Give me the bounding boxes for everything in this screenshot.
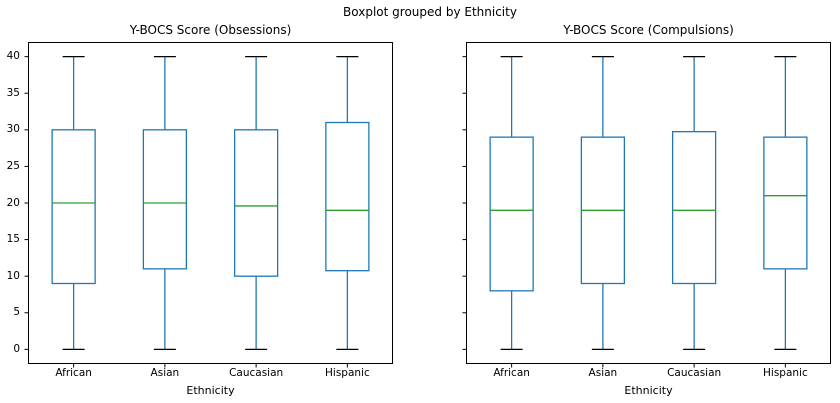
x-axis-tick-labels: African Asian Caucasian Hispanic xyxy=(466,367,831,381)
figure-suptitle: Boxplot grouped by Ethnicity xyxy=(343,5,517,19)
boxplot-axes-obsessions xyxy=(24,42,393,368)
x-tick-label-asian: Asian xyxy=(588,367,618,379)
x-axis-tick-labels: African Asian Caucasian Hispanic xyxy=(28,367,393,381)
x-tick-label-hispanic: Hispanic xyxy=(325,367,370,379)
x-tick-label-caucasian: Caucasian xyxy=(667,367,722,379)
axes-spine xyxy=(28,42,393,364)
boxplot-box-hispanic xyxy=(325,121,370,272)
x-axis-label-compulsions: Ethnicity xyxy=(624,384,673,397)
y-axis-tick-labels: 0 5 10 15 20 25 30 35 40 xyxy=(0,42,24,364)
y-tick-label: 25 xyxy=(6,159,20,172)
x-tick-label-hispanic: Hispanic xyxy=(763,367,808,379)
boxplot-box-caucasian xyxy=(233,129,279,277)
y-tick-label: 40 xyxy=(6,50,20,63)
boxplot-box-asian xyxy=(142,129,188,270)
y-tick-label: 30 xyxy=(6,123,20,136)
x-tick-label-asian: Asian xyxy=(150,367,180,379)
boxplot-box-african xyxy=(51,129,96,285)
boxplot-box-caucasian xyxy=(671,130,717,285)
y-tick-label: 10 xyxy=(6,269,20,282)
x-tick-label-african: African xyxy=(55,367,92,379)
x-tick-label-caucasian: Caucasian xyxy=(229,367,284,379)
y-tick-label: 0 xyxy=(13,342,20,355)
y-tick-label: 20 xyxy=(6,196,20,209)
subplot-title-compulsions: Y-BOCS Score (Compulsions) xyxy=(563,23,734,37)
boxplot-axes-compulsions xyxy=(462,42,831,368)
x-axis-label-obsessions: Ethnicity xyxy=(186,384,235,397)
y-tick-label: 15 xyxy=(6,233,20,246)
boxplot-box-african xyxy=(489,136,534,292)
y-tick-label: 5 xyxy=(13,306,20,319)
y-tick-label: 35 xyxy=(6,86,20,99)
x-tick-label-african: African xyxy=(493,367,530,379)
boxplot-box-hispanic xyxy=(763,136,808,270)
axes-spine xyxy=(466,42,831,364)
subplot-title-obsessions: Y-BOCS Score (Obsessions) xyxy=(129,23,292,37)
